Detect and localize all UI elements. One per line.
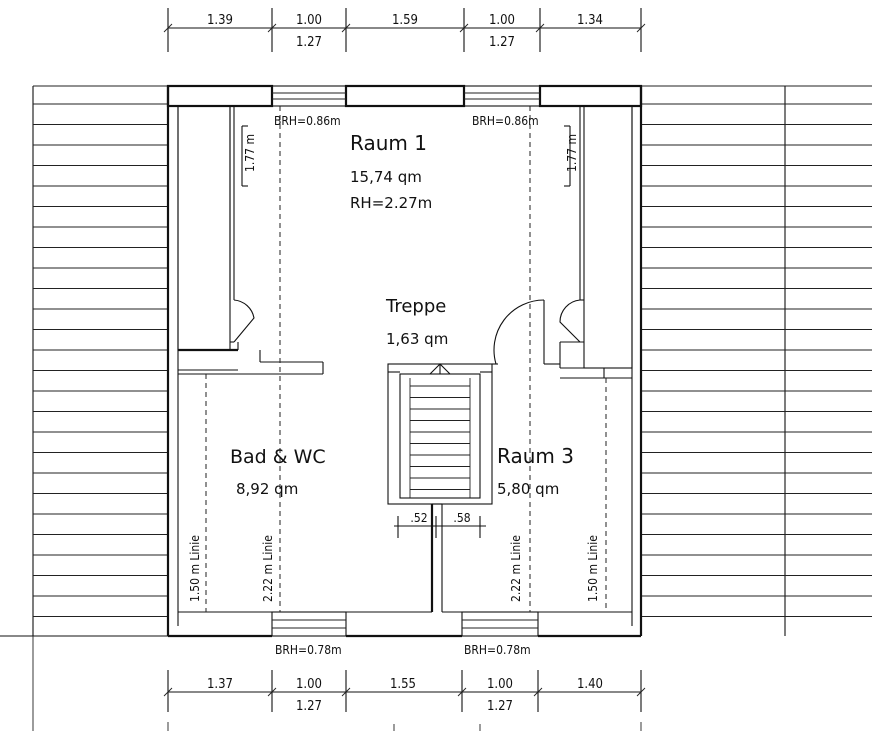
dim-bottom-window-2: 1.27	[487, 699, 513, 714]
stair-dim-left: .52	[410, 511, 427, 525]
room-height-raum1: RH=2.27m	[350, 194, 432, 212]
height-label-bad-inner: 2.22 m Linie	[261, 535, 275, 602]
room-area-treppe: 1,63 qm	[386, 330, 448, 348]
height-label-right-top: 1.77 m	[565, 134, 579, 172]
dim-bottom-5: 1.40	[577, 677, 603, 692]
room-name-treppe: Treppe	[385, 296, 446, 317]
stair-arrow	[429, 363, 451, 375]
height-label-left-top: 1.77 m	[243, 134, 257, 172]
window-brh-top-left: BRH=0.86m	[274, 114, 341, 128]
height-label-raum3-inner: 2.22 m Linie	[509, 535, 523, 602]
interior-walls	[177, 105, 633, 626]
roof-hatching-right	[641, 85, 872, 636]
dim-top-4: 1.00	[489, 13, 515, 28]
room-name-raum3: Raum 3	[497, 444, 574, 468]
window-brh-bottom-left: BRH=0.78m	[275, 643, 342, 657]
dim-top-1: 1.39	[207, 13, 233, 28]
window-brh-bottom-right: BRH=0.78m	[464, 643, 531, 657]
dim-top-5: 1.34	[577, 13, 603, 28]
dim-top-3: 1.59	[392, 13, 418, 28]
room-area-raum3: 5,80 qm	[497, 480, 559, 498]
height-label-raum3-outer: 1.50 m Linie	[586, 535, 600, 602]
dim-bottom-3: 1.55	[390, 677, 416, 692]
dimension-chain-bottom: 1.37 1.00 1.55 1.00 1.40 1.27 1.27	[163, 670, 646, 731]
room-name-raum1: Raum 1	[350, 131, 427, 155]
room-area-bad: 8,92 qm	[236, 480, 298, 498]
stair-dim-right: .58	[453, 511, 470, 525]
dim-top-window-1: 1.27	[296, 35, 322, 50]
dim-bottom-window-1: 1.27	[296, 699, 322, 714]
dim-top-window-2: 1.27	[489, 35, 515, 50]
roof-hatching-left	[32, 85, 168, 636]
dimension-chain-top: 1.39 1.00 1.59 1.00 1.34 1.27 1.27	[163, 8, 646, 52]
height-lines	[205, 106, 607, 612]
room-area-raum1: 15,74 qm	[350, 168, 422, 186]
dim-bottom-4: 1.00	[487, 677, 513, 692]
height-label-bad-outer: 1.50 m Linie	[188, 535, 202, 602]
room-name-bad: Bad & WC	[230, 446, 326, 468]
stair-width-dims: .52 .58	[394, 511, 486, 538]
window-brh-top-right: BRH=0.86m	[472, 114, 539, 128]
stair-treads	[409, 378, 471, 498]
dim-bottom-2: 1.00	[296, 677, 322, 692]
dim-top-2: 1.00	[296, 13, 322, 28]
dim-bottom-1: 1.37	[207, 677, 233, 692]
